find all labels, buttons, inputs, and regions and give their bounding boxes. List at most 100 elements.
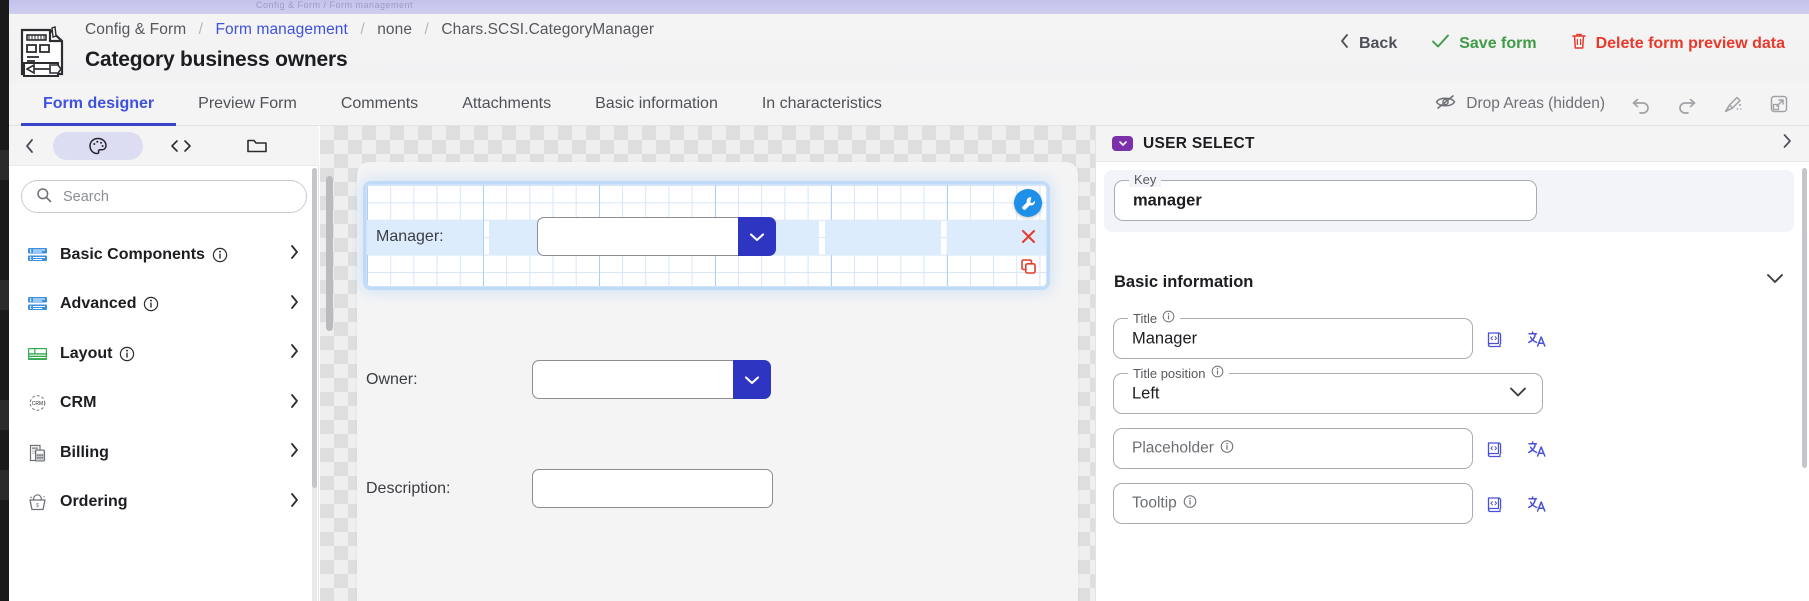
sidebar-item-billing[interactable]: Billing [9, 428, 319, 478]
title-position-field[interactable]: Title position Left [1113, 365, 1543, 414]
placeholder-field[interactable]: Placeholder [1113, 428, 1473, 469]
search-input-placeholder: Search [63, 188, 109, 205]
undo-icon[interactable] [1631, 94, 1651, 114]
properties-panel: USER SELECT Key manager Basic informatio… [1095, 126, 1809, 601]
folder-icon[interactable] [219, 137, 295, 155]
svg-text:$: $ [36, 503, 39, 509]
search-icon [36, 187, 52, 207]
crm-icon: CRM [27, 393, 51, 413]
broom-icon[interactable] [1723, 94, 1743, 114]
sidebar-item-crm[interactable]: CRM CRM [9, 379, 319, 429]
owner-select-input[interactable] [532, 360, 733, 399]
trash-icon [1571, 32, 1587, 55]
chevron-right-icon[interactable] [288, 293, 301, 316]
key-field-label: Key [1129, 172, 1162, 187]
component-action-toolbar [1014, 189, 1042, 286]
expand-icon[interactable] [1769, 94, 1789, 114]
back-button[interactable]: Back [1339, 33, 1397, 54]
chevron-right-icon[interactable] [1780, 132, 1794, 155]
designer-toolbar: Drop Areas (hidden) [1435, 82, 1789, 126]
collapse-icon[interactable] [9, 137, 49, 155]
tab-form-designer[interactable]: Form designer [21, 82, 176, 126]
tooltip-field[interactable]: Tooltip [1113, 483, 1473, 524]
delete-x-icon[interactable] [1017, 225, 1039, 247]
list-blue-icon [27, 295, 51, 313]
sidebar-item-basic-components[interactable]: Basic Components [9, 230, 319, 280]
script-icon[interactable] [1485, 495, 1503, 513]
chevron-right-icon[interactable] [288, 392, 301, 415]
info-icon[interactable] [1162, 310, 1175, 326]
placeholder-field-side-icons [1485, 440, 1547, 458]
sidebar-item-label: Advanced [60, 295, 137, 313]
delete-form-preview-data-button[interactable]: Delete form preview data [1571, 32, 1785, 55]
info-icon[interactable] [1183, 494, 1197, 513]
palette-icon[interactable] [53, 131, 143, 160]
tab-attachments[interactable]: Attachments [462, 95, 552, 112]
properties-panel-scrollbar[interactable] [1802, 168, 1807, 598]
title-field-side-icons [1485, 330, 1547, 348]
breadcrumb-item-0[interactable]: Config & Form [85, 21, 187, 38]
script-icon[interactable] [1485, 440, 1503, 458]
form-component-manager[interactable]: Manager: [366, 184, 1047, 287]
left-panel-scrollbar[interactable] [312, 168, 317, 601]
manager-field-label: Manager: [376, 227, 444, 245]
translate-icon[interactable] [1527, 330, 1547, 348]
tab-basic-information[interactable]: Basic information [595, 95, 718, 112]
sidebar-item-ordering[interactable]: $ Ordering [9, 478, 319, 528]
tooltip-field-side-icons [1485, 495, 1547, 513]
breadcrumb-item-3[interactable]: Chars.SCSI.CategoryManager [441, 21, 655, 38]
tab-bar: Form designer Preview Form Comments Atta… [9, 82, 1809, 126]
chevron-right-icon[interactable] [288, 491, 301, 514]
breadcrumb-item-2[interactable]: none [377, 21, 413, 38]
tooltip-field-placeholder: Tooltip [1132, 494, 1197, 513]
info-icon[interactable] [1211, 365, 1224, 381]
chevron-right-icon[interactable] [288, 243, 301, 266]
info-icon[interactable] [1220, 439, 1234, 458]
tab-in-characteristics[interactable]: In characteristics [761, 95, 882, 112]
translate-icon[interactable] [1527, 495, 1547, 513]
window-ghost-title: Config & Form / Form management [256, 0, 414, 10]
save-form-button[interactable]: Save form [1431, 33, 1537, 54]
description-textbox[interactable] [532, 469, 773, 508]
key-field[interactable]: Key manager [1114, 172, 1537, 221]
tab-preview-form[interactable]: Preview Form [198, 95, 297, 112]
drop-areas-toggle[interactable]: Drop Areas (hidden) [1435, 94, 1605, 115]
component-search[interactable]: Search [21, 180, 307, 213]
info-icon[interactable] [119, 346, 135, 362]
translate-icon[interactable] [1527, 440, 1547, 458]
canvas-scrollbar[interactable] [326, 176, 333, 596]
info-icon[interactable] [143, 296, 159, 312]
code-icon[interactable] [143, 138, 219, 154]
form-document-icon [18, 26, 68, 78]
manager-select[interactable] [537, 217, 776, 256]
owner-select-chevron-down-icon[interactable] [733, 360, 771, 399]
sidebar-item-layout[interactable]: Layout [9, 329, 319, 379]
form-canvas[interactable]: Manager: [320, 126, 1095, 601]
ordering-icon: $ [27, 492, 51, 512]
sidebar-item-label: Ordering [60, 493, 128, 511]
component-library-panel: Search Basic Components [9, 126, 319, 601]
back-button-label: Back [1358, 34, 1398, 52]
script-icon[interactable] [1485, 330, 1503, 348]
chevron-down-icon[interactable] [1765, 271, 1785, 290]
key-field-value: manager [1133, 191, 1202, 209]
manager-select-chevron-down-icon[interactable] [738, 217, 776, 256]
sidebar-item-advanced[interactable]: Advanced [9, 280, 319, 330]
delete-form-label: Delete form preview data [1595, 34, 1785, 52]
copy-icon[interactable] [1017, 255, 1039, 277]
title-position-field-value: Left [1132, 384, 1160, 402]
chevron-down-icon[interactable] [1508, 384, 1528, 403]
chevron-right-icon[interactable] [288, 342, 301, 365]
redo-icon[interactable] [1677, 94, 1697, 114]
paste-icon[interactable] [1017, 285, 1039, 286]
chevron-right-icon[interactable] [288, 441, 301, 464]
title-field[interactable]: Title Manager [1113, 310, 1473, 359]
settings-wrench-icon[interactable] [1014, 189, 1042, 217]
manager-select-input[interactable] [537, 217, 738, 256]
breadcrumb-item-1[interactable]: Form management [215, 21, 348, 38]
breadcrumb-sep: / [360, 21, 365, 38]
tab-comments[interactable]: Comments [340, 95, 419, 112]
title-field-label: Title [1128, 310, 1181, 326]
info-icon[interactable] [212, 247, 228, 263]
owner-select[interactable] [532, 360, 771, 399]
